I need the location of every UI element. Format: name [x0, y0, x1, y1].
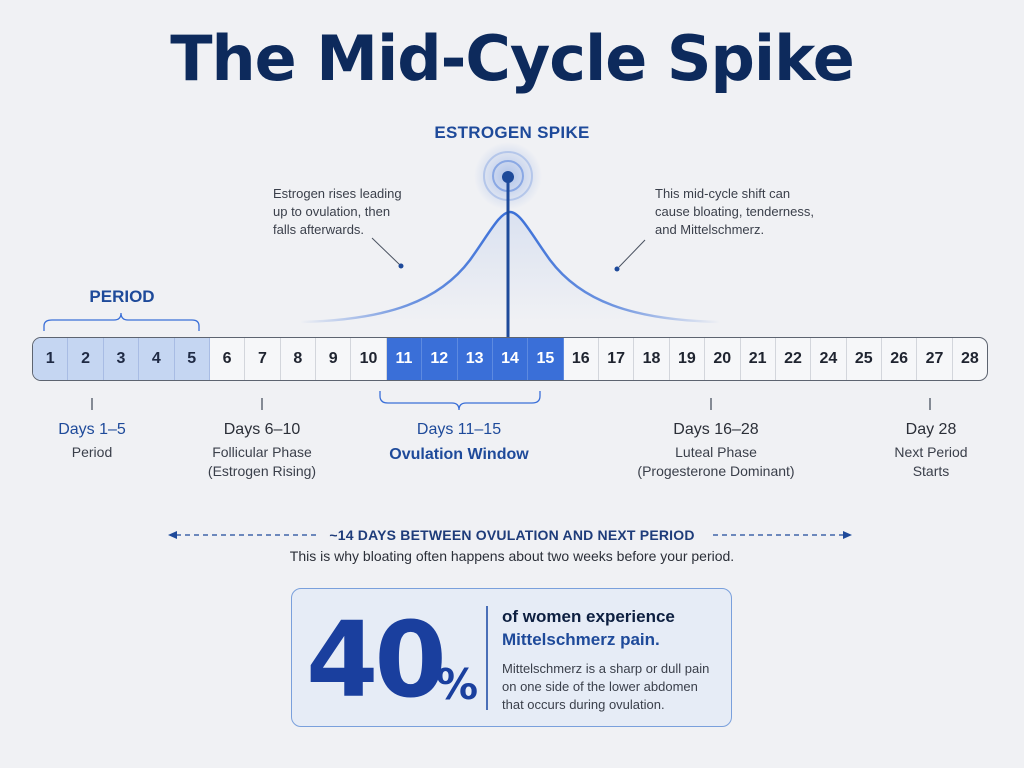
day-cell-11: 11	[386, 338, 423, 380]
right-note-line: and Mittelschmerz.	[655, 222, 765, 237]
day-cell-1: 1	[33, 338, 69, 380]
phase-ovulation: Days 11–15 Ovulation Window	[369, 421, 549, 464]
day-cell-22: 22	[776, 338, 812, 380]
phase-desc-line: (Estrogen Rising)	[207, 463, 317, 479]
left-note-pointer	[371, 237, 401, 266]
day-cell-24: 24	[811, 338, 847, 380]
phase-desc: Follicular Phase (Estrogen Rising)	[187, 443, 337, 481]
day-cell-25: 25	[847, 338, 882, 380]
stat-description: Mittelschmerz is a sharp or dull pain on…	[502, 660, 722, 714]
day-cell-28: 28	[961, 350, 979, 367]
phase-range: Days 16–28	[673, 421, 759, 438]
stat-description-line: on one side of the lower abdomen	[502, 679, 698, 694]
phase-follicular: Days 6–10 Follicular Phase (Estrogen Ris…	[187, 421, 337, 481]
phase-range: Days 6–10	[223, 421, 301, 438]
phase-desc-line: Starts	[912, 463, 950, 479]
phase-desc: Ovulation Window	[369, 445, 549, 464]
phase-desc: Luteal Phase (Progesterone Dominant)	[611, 443, 821, 481]
right-note-line: This mid-cycle shift can	[655, 186, 791, 201]
phase-desc-line: Luteal Phase	[675, 444, 757, 460]
day-cell-15: 15	[528, 338, 564, 380]
stat-card	[291, 588, 732, 727]
day-cell-7: 7	[245, 338, 281, 380]
day-cell-13: 13	[457, 338, 493, 380]
phase-desc-line: Ovulation Window	[389, 446, 529, 463]
phase-desc-line: Period	[71, 444, 113, 460]
phase-desc: Next Period Starts	[871, 443, 991, 481]
phase-desc-line: Next Period	[894, 444, 968, 460]
days-between-label: ~14 DAYS BETWEEN OVULATION AND NEXT PERI…	[329, 527, 695, 543]
phase-desc-line: (Progesterone Dominant)	[637, 463, 795, 479]
phase-desc-line: Follicular Phase	[212, 444, 312, 460]
why-text: This is why bloating often happens about…	[289, 548, 735, 564]
right-note: This mid-cycle shift can cause bloating,…	[655, 185, 835, 239]
right-note-pointer-dot	[614, 266, 620, 272]
phase-period: Days 1–5 Period	[32, 421, 152, 462]
phase-next-period: Day 28 Next Period Starts	[871, 421, 991, 481]
phase-desc: Period	[32, 443, 152, 462]
day-cell-17: 17	[599, 338, 635, 380]
day-cell-10: 10	[351, 338, 387, 380]
left-note: Estrogen rises leading up to ovulation, …	[273, 185, 423, 239]
day-cell-9: 9	[316, 338, 352, 380]
phase-luteal: Days 16–28 Luteal Phase (Progesterone Do…	[611, 421, 821, 481]
left-note-pointer-dot	[398, 263, 404, 269]
stat-headline-1: of women experience	[502, 607, 675, 626]
phase-range: Days 11–15	[416, 421, 502, 438]
day-cell-19: 19	[670, 338, 706, 380]
left-note-line: falls afterwards.	[273, 222, 365, 237]
stat-percent-sign: %	[436, 660, 479, 709]
stat-divider	[486, 606, 488, 710]
day-cell-12: 12	[422, 338, 458, 380]
day-cell-21: 21	[741, 338, 776, 380]
day-cell-26: 26	[882, 338, 918, 380]
arrowhead-right-icon	[843, 531, 852, 539]
day-cell-2: 2	[68, 338, 104, 380]
period-label: PERIOD	[89, 287, 155, 306]
estrogen-curve-area	[300, 212, 720, 322]
left-note-line: up to ovulation, then	[273, 204, 391, 219]
day-cell-6: 6	[210, 338, 246, 380]
right-note-line: cause bloating, tenderness,	[655, 204, 814, 219]
right-note-pointer	[618, 239, 646, 268]
left-note-line: Estrogen rises leading	[273, 186, 402, 201]
stat-description-line: Mittelschmerz is a sharp or dull pain	[502, 661, 710, 676]
spike-dot	[502, 171, 514, 183]
day-cell-8: 8	[281, 338, 316, 380]
phase-range: Day 28	[905, 421, 957, 438]
day-cell-20: 20	[705, 338, 741, 380]
day-cell-3: 3	[103, 338, 140, 380]
stat-description-line: that occurs during ovulation.	[502, 697, 665, 712]
day-cell-18: 18	[634, 338, 670, 380]
page-title: The Mid-Cycle Spike	[170, 22, 855, 95]
arrowhead-left-icon	[168, 531, 177, 539]
day-cell-14: 14	[492, 338, 529, 380]
estrogen-curve	[299, 210, 721, 324]
stat-number: 40	[306, 599, 447, 721]
day-cell-4: 4	[139, 338, 175, 380]
stat-headline-2: Mittelschmerz pain.	[502, 630, 660, 649]
period-brace	[43, 312, 200, 331]
day-cell-5: 5	[174, 338, 210, 380]
day-cell-16: 16	[564, 338, 599, 380]
phase-range: Days 1–5	[58, 421, 126, 438]
ovulation-brace	[379, 391, 541, 411]
day-cell-27: 27	[917, 338, 953, 380]
estrogen-spike-label: ESTROGEN SPIKE	[434, 123, 590, 142]
